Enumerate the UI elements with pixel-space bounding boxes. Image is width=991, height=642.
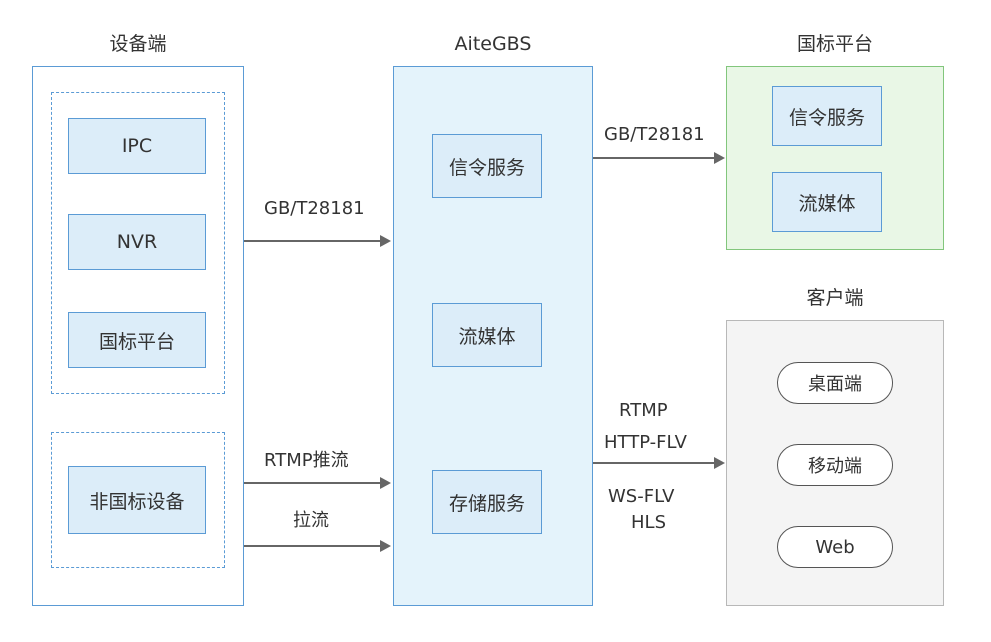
device-non-gb: 非国标设备 <box>68 466 206 534</box>
core-streaming-media: 流媒体 <box>432 303 542 367</box>
arrow-core-to-platform <box>593 152 725 164</box>
label-pull-stream: 拉流 <box>293 510 329 531</box>
client-side-title: 客户端 <box>806 287 864 309</box>
national-platform-title: 国标平台 <box>796 33 873 55</box>
label-protocol-ws-flv: WS-FLV <box>608 486 675 507</box>
platform-streaming-media: 流媒体 <box>772 172 882 232</box>
device-side-title: 设备端 <box>109 33 167 55</box>
platform-signaling-service: 信令服务 <box>772 86 882 146</box>
label-rtmp-push: RTMP推流 <box>264 450 349 471</box>
label-protocol-hls: HLS <box>631 512 666 533</box>
core-title: AiteGBS <box>454 33 532 55</box>
arrow-rtmp-push <box>244 477 391 489</box>
arrow-pull-stream <box>244 540 391 552</box>
client-desktop: 桌面端 <box>777 362 893 404</box>
device-national-platform: 国标平台 <box>68 312 206 368</box>
device-nvr: NVR <box>68 214 206 270</box>
core-storage-service: 存储服务 <box>432 470 542 534</box>
arrow-device-to-core-gb <box>244 235 391 247</box>
arrow-core-to-client <box>593 457 725 469</box>
client-web: Web <box>777 526 893 568</box>
core-signaling-service: 信令服务 <box>432 134 542 198</box>
label-device-gb28181: GB/T28181 <box>264 198 365 219</box>
label-platform-gb28181: GB/T28181 <box>604 124 705 145</box>
label-protocol-http-flv: HTTP-FLV <box>604 432 687 453</box>
label-protocol-rtmp: RTMP <box>619 400 668 421</box>
device-ipc: IPC <box>68 118 206 174</box>
client-mobile: 移动端 <box>777 444 893 486</box>
